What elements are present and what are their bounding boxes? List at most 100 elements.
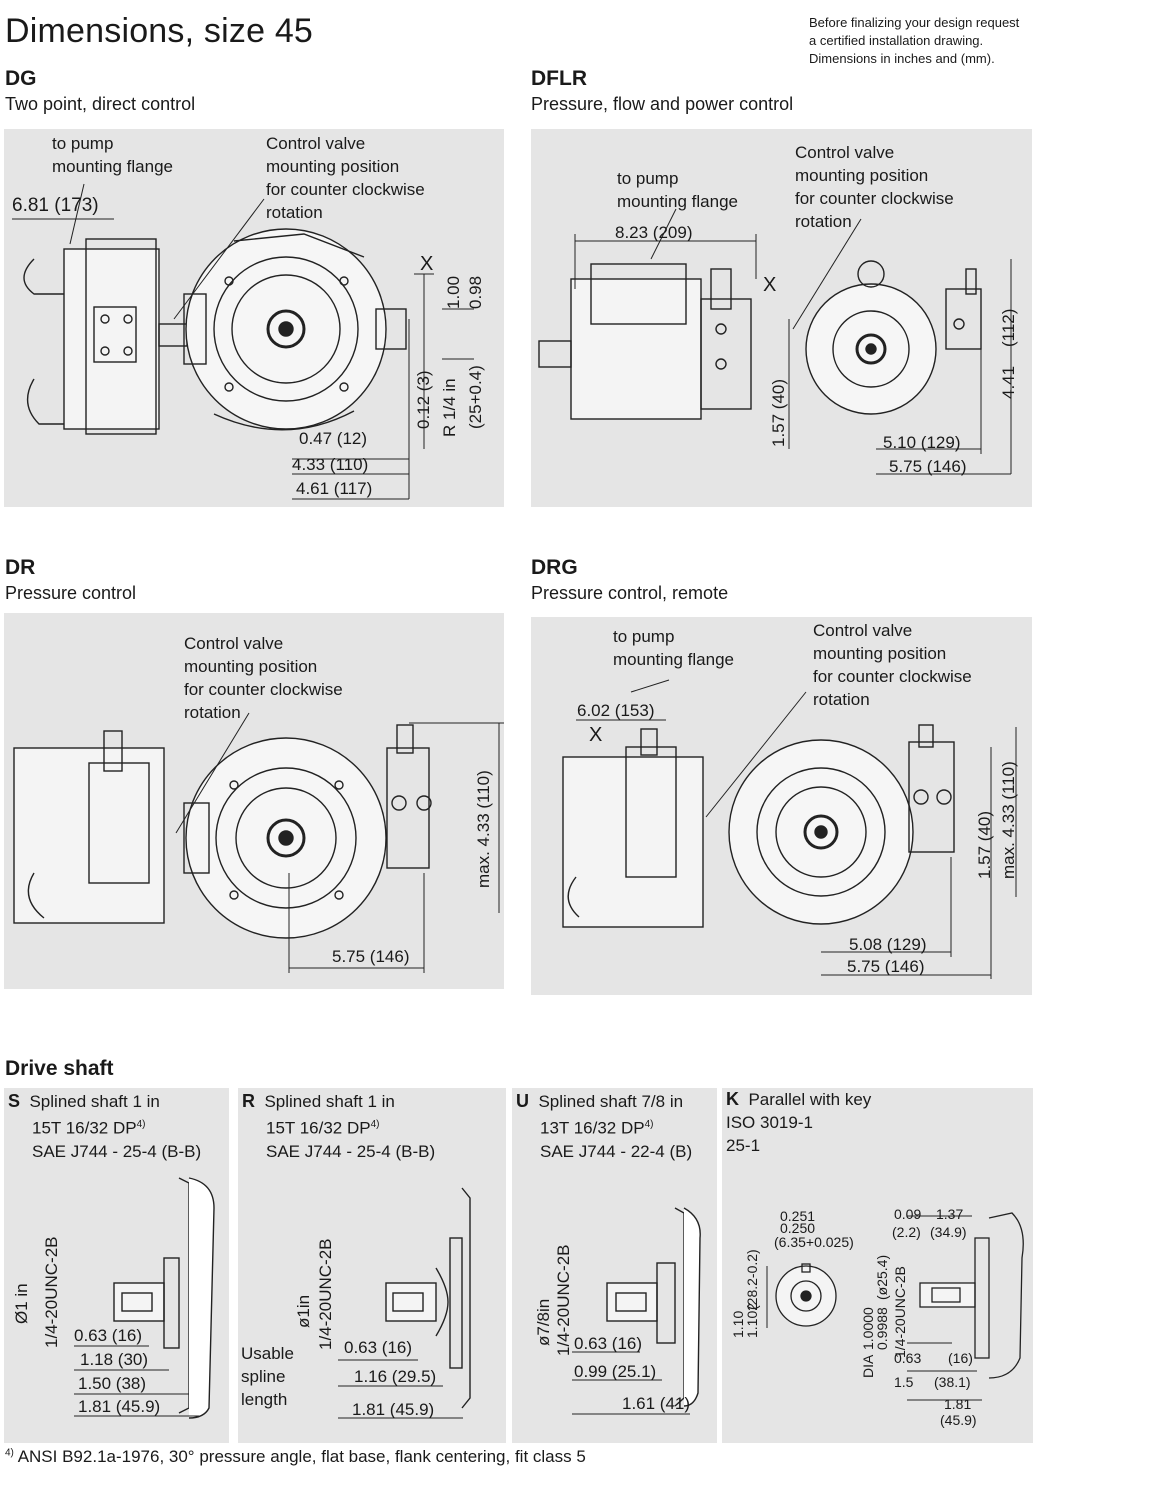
- dg-dim-4: 4.61 (117): [296, 479, 373, 498]
- drg-vdim-1: 1.57 (40): [975, 810, 994, 879]
- dg-flange-label: to pump mounting flange: [52, 134, 173, 176]
- shaft-k-dim-d1b: (16): [948, 1350, 973, 1366]
- shaft-s-dim: 1.81 (45.9): [78, 1397, 161, 1416]
- dflr-dim-3: 5.75 (146): [889, 457, 967, 476]
- dflr-vdim-2: 4.41: [999, 365, 1018, 399]
- dg-vdim-1: 1.00: [444, 275, 463, 309]
- shaft-line3: SAE J744 - 22-4 (B): [540, 1141, 693, 1161]
- drg-desc: Pressure control, remote: [531, 583, 729, 603]
- shaft-line1: Splined shaft 1 in: [264, 1092, 395, 1111]
- drive-shaft-title: Drive shaft: [5, 1057, 114, 1080]
- dflr-flange-label: to pump mounting flange: [617, 169, 738, 211]
- shaft-k-vdim-8: 1/4-20UNC-2B: [892, 1266, 908, 1358]
- shaft-k-key-width-1: 0.251: [780, 1208, 816, 1224]
- shaft-s-dim: 1.18 (30): [80, 1350, 149, 1369]
- drg-vdim-2: max. 4.33 (110): [999, 761, 1018, 879]
- dflr-dim-1: 8.23 (209): [615, 223, 693, 242]
- dg-vdim-4: R 1/4 in: [440, 378, 459, 437]
- dg-valve-label: Control valve mounting position for coun…: [266, 134, 425, 222]
- dr-code: DR: [5, 556, 36, 579]
- header-note: Before finalizing your design request a …: [809, 14, 1069, 68]
- shaft-r-vdim-2: 1/4-20UNC-2B: [316, 1238, 335, 1351]
- dr-valve-label: Control valve mounting position for coun…: [184, 634, 343, 722]
- shaft-r-header: R Splined shaft 1 in 15T 16/32 DP4) SAE …: [242, 1090, 435, 1163]
- shaft-u-panel: U Splined shaft 7/8 in 13T 16/32 DP4) SA…: [512, 1088, 717, 1443]
- shaft-k-dim-c2: (34.9): [930, 1224, 967, 1240]
- shaft-r-dim: 1.81 (45.9): [352, 1400, 435, 1419]
- shaft-u-vdim-1: ø7/8in: [534, 1298, 553, 1346]
- shaft-letter: S: [8, 1091, 21, 1111]
- footnote-text: ANSI B92.1a-1976, 30° pressure angle, fl…: [13, 1447, 586, 1466]
- drg-pump-drawing: [562, 679, 1017, 979]
- dr-vdim-1: max. 4.33 (110): [474, 770, 493, 888]
- shaft-u-dim: 0.63 (16): [574, 1334, 643, 1353]
- dg-code: DG: [5, 67, 37, 90]
- shaft-line2: ISO 3019-1: [726, 1113, 813, 1132]
- shaft-k-dim-b1: 0.09: [894, 1206, 922, 1222]
- shaft-k-vdim-4: DIA: [860, 1354, 876, 1378]
- shaft-u-header: U Splined shaft 7/8 in 13T 16/32 DP4) SA…: [516, 1090, 692, 1163]
- shaft-letter: K: [726, 1089, 739, 1109]
- note-line: Before finalizing your design request: [809, 15, 1020, 30]
- dg-desc: Two point, direct control: [5, 94, 196, 114]
- shaft-k-header: K Parallel with key ISO 3019-1 25-1: [726, 1088, 871, 1157]
- shaft-u-dim: 0.99 (25.1): [574, 1362, 657, 1381]
- shaft-footnote-ref: 4): [370, 1119, 380, 1130]
- drg-port-x: X: [589, 724, 603, 746]
- shaft-line2: 15T 16/32 DP: [266, 1118, 371, 1138]
- note-line: Dimensions in inches and (mm).: [809, 51, 995, 66]
- shaft-r-vdim-1: ø1in: [294, 1294, 313, 1328]
- shaft-s-drawing: [74, 1177, 215, 1419]
- drg-drawing-panel: to pump mounting flange Control valve mo…: [531, 617, 1032, 995]
- shaft-r-drawing: [338, 1187, 471, 1419]
- dg-vdim-3: 0.12 (3): [414, 370, 433, 429]
- shaft-r-usable-label: Usable spline length: [241, 1344, 294, 1409]
- dflr-drawing-panel: to pump mounting flange Control valve mo…: [531, 129, 1032, 507]
- drg-dim-3: 5.75 (146): [847, 957, 925, 976]
- shaft-k-vdim-7: (ø25.4): [874, 1254, 890, 1300]
- page-title: Dimensions, size 45: [5, 12, 314, 50]
- footnote-marker: 4): [5, 1447, 14, 1459]
- shaft-letter: R: [242, 1091, 255, 1111]
- dflr-desc: Pressure, flow and power control: [531, 94, 794, 114]
- dg-vdim-5: (25+0.4): [466, 365, 485, 429]
- shaft-letter: U: [516, 1091, 529, 1111]
- dflr-valve-label: Control valve mounting position for coun…: [795, 143, 954, 231]
- dg-vdim-2: 0.98: [466, 275, 485, 309]
- shaft-k-dim-c1: 1.37: [936, 1206, 964, 1222]
- drg-flange-label: to pump mounting flange: [613, 627, 734, 669]
- shaft-line3: SAE J744 - 25-4 (B-B): [32, 1141, 202, 1161]
- dg-dim-3: 4.33 (110): [292, 455, 369, 474]
- drg-dim-2: 5.08 (129): [849, 935, 927, 954]
- dg-pump-drawing: [12, 183, 474, 500]
- dflr-pump-drawing: [538, 208, 1012, 475]
- dflr-dim-2: 5.10 (129): [883, 433, 961, 452]
- shaft-r-dim: 1.16 (29.5): [354, 1367, 437, 1386]
- dr-pump-drawing: [13, 712, 504, 973]
- dg-dim-2: 0.47 (12): [299, 429, 368, 448]
- shaft-r-panel: R Splined shaft 1 in 15T 16/32 DP4) SAE …: [238, 1088, 506, 1443]
- shaft-k-dim-d2: 1.5: [894, 1374, 914, 1390]
- shaft-u-drawing: [572, 1207, 701, 1415]
- dr-desc: Pressure control: [5, 583, 137, 603]
- shaft-s-header: S Splined shaft 1 in 15T 16/32 DP4) SAE …: [8, 1090, 201, 1163]
- shaft-u-vdim-2: 1/4-20UNC-2B: [554, 1244, 573, 1357]
- dr-dim-1: 5.75 (146): [332, 947, 410, 966]
- shaft-k-dim-d2b: (38.1): [934, 1374, 971, 1390]
- shaft-line3: 25-1: [726, 1136, 761, 1155]
- shaft-line1: Splined shaft 1 in: [29, 1092, 160, 1111]
- shaft-k-dim-d3b: (45.9): [940, 1412, 977, 1428]
- shaft-k-drawing: [766, 1212, 1024, 1401]
- dg-port-x: X: [420, 253, 434, 275]
- footnote: 4) ANSI B92.1a-1976, 30° pressure angle,…: [5, 1447, 586, 1467]
- dflr-code: DFLR: [531, 67, 587, 90]
- shaft-k-vdim-3: (28.2-0.2): [744, 1249, 760, 1310]
- dg-drawing-panel: to pump mounting flange Control valve mo…: [4, 129, 504, 507]
- shaft-u-dim: 1.61 (41): [622, 1394, 691, 1413]
- shaft-k-vdim-6: 0.9988: [874, 1307, 890, 1350]
- drg-valve-label: Control valve mounting position for coun…: [813, 621, 972, 709]
- dflr-port-x: X: [763, 274, 777, 296]
- shaft-k-dim-d3: 1.81: [944, 1396, 972, 1412]
- shaft-k-key-width-2: 0.250: [780, 1220, 816, 1236]
- shaft-footnote-ref: 4): [136, 1119, 146, 1130]
